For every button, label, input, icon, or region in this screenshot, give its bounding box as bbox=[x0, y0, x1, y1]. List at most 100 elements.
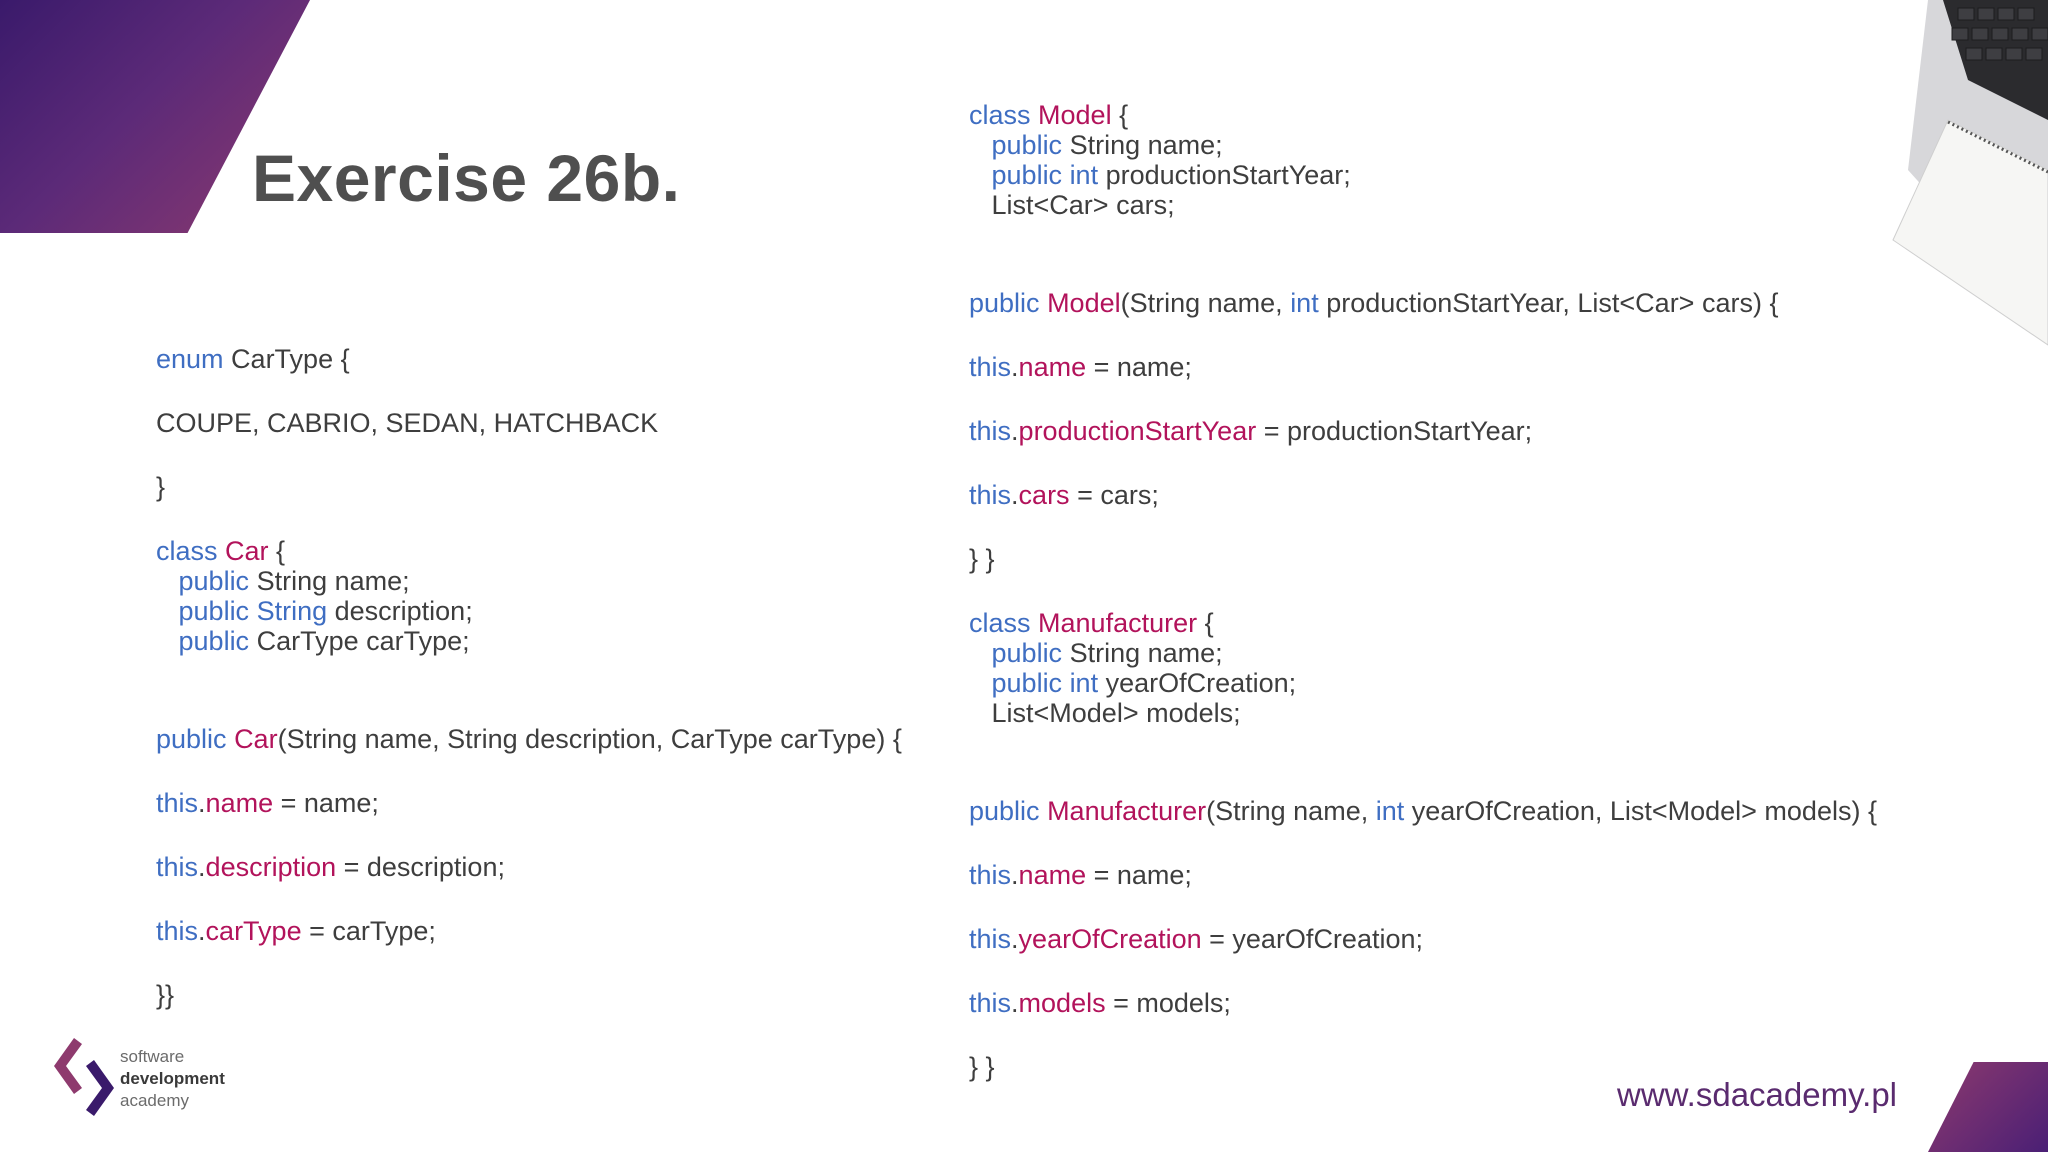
code-text bbox=[1040, 288, 1048, 318]
code-text bbox=[227, 724, 235, 754]
code-keyword: public bbox=[991, 130, 1063, 160]
code-text: } bbox=[156, 472, 166, 502]
code-line bbox=[969, 220, 1877, 254]
code-line: } } bbox=[969, 544, 1877, 574]
code-line: }} bbox=[156, 980, 902, 1010]
code-text: { bbox=[1197, 608, 1214, 638]
code-text: . bbox=[198, 916, 206, 946]
code-text bbox=[156, 596, 179, 626]
code-identifier: productionStartYear bbox=[1018, 416, 1257, 446]
code-keyword: class bbox=[969, 608, 1031, 638]
code-text: . bbox=[1011, 352, 1019, 382]
code-line bbox=[156, 946, 902, 980]
code-text bbox=[156, 626, 179, 656]
code-text: (String name, bbox=[1206, 796, 1376, 826]
code-keyword: int bbox=[1375, 796, 1405, 826]
code-line bbox=[969, 254, 1877, 288]
code-text: . bbox=[1011, 860, 1019, 890]
code-text: }} bbox=[156, 980, 175, 1010]
code-line bbox=[156, 502, 902, 536]
code-line bbox=[969, 762, 1877, 796]
code-text: } } bbox=[969, 544, 995, 574]
code-line: class Manufacturer { bbox=[969, 608, 1877, 638]
code-keyword: public bbox=[991, 638, 1063, 668]
code-line: public String name; bbox=[156, 566, 902, 596]
code-line: List<Model> models; bbox=[969, 698, 1877, 728]
code-text: . bbox=[198, 852, 206, 882]
code-text: CarType { bbox=[223, 344, 350, 374]
code-keyword: public bbox=[178, 596, 250, 626]
code-text: productionStartYear; bbox=[1098, 160, 1351, 190]
code-keyword: this bbox=[969, 416, 1012, 446]
code-keyword: public bbox=[178, 566, 250, 596]
code-identifier: yearOfCreation bbox=[1018, 924, 1202, 954]
code-text: = models; bbox=[1105, 988, 1231, 1018]
code-keyword: this bbox=[969, 352, 1012, 382]
code-line bbox=[969, 510, 1877, 544]
code-text: COUPE, CABRIO, SEDAN, HATCHBACK bbox=[156, 408, 659, 438]
footer-corner-decoration bbox=[1928, 1062, 2048, 1152]
code-keyword: this bbox=[969, 860, 1012, 890]
code-line bbox=[156, 818, 902, 852]
code-line: class Model { bbox=[969, 100, 1877, 130]
code-text bbox=[969, 130, 992, 160]
code-text: String name; bbox=[249, 566, 410, 596]
code-line: COUPE, CABRIO, SEDAN, HATCHBACK bbox=[156, 408, 902, 438]
code-keyword: public int bbox=[991, 668, 1099, 698]
code-text: = carType; bbox=[301, 916, 436, 946]
code-text bbox=[1040, 796, 1048, 826]
code-text: = name; bbox=[1086, 352, 1192, 382]
code-text bbox=[1031, 100, 1039, 130]
code-line bbox=[969, 382, 1877, 416]
code-identifier: Manufacturer bbox=[1047, 796, 1207, 826]
code-text: . bbox=[198, 788, 206, 818]
code-keyword: public bbox=[156, 724, 227, 754]
code-keyword: this bbox=[969, 988, 1012, 1018]
code-text: List<Model> models; bbox=[969, 698, 1241, 728]
code-text: . bbox=[1011, 988, 1019, 1018]
code-text: = yearOfCreation; bbox=[1201, 924, 1423, 954]
code-text: (String name, bbox=[1120, 288, 1291, 318]
code-line: public int yearOfCreation; bbox=[969, 668, 1877, 698]
code-line bbox=[156, 882, 902, 916]
code-text: = name; bbox=[273, 788, 379, 818]
logo-wordmark: software development academy bbox=[120, 1046, 225, 1112]
code-line: this.cars = cars; bbox=[969, 480, 1877, 510]
code-line: public CarType carType; bbox=[156, 626, 902, 656]
code-text: String name; bbox=[1062, 130, 1223, 160]
code-identifier: Car bbox=[234, 724, 278, 754]
code-text: description; bbox=[327, 596, 473, 626]
code-keyword: this bbox=[969, 480, 1012, 510]
code-line bbox=[156, 690, 902, 724]
code-line bbox=[156, 754, 902, 788]
code-text: = productionStartYear; bbox=[1256, 416, 1533, 446]
code-line: public int productionStartYear; bbox=[969, 160, 1877, 190]
logo-line-software: software bbox=[120, 1047, 185, 1066]
code-keyword: this bbox=[969, 924, 1012, 954]
code-keyword: public bbox=[969, 796, 1040, 826]
code-identifier: name bbox=[1018, 860, 1087, 890]
logo-line-academy: academy bbox=[120, 1091, 189, 1110]
code-text: productionStartYear, List<Car> cars) { bbox=[1318, 288, 1779, 318]
code-text: = name; bbox=[1086, 860, 1192, 890]
code-text: (String name, String description, CarTyp… bbox=[277, 724, 902, 754]
code-identifier: carType bbox=[205, 916, 302, 946]
code-keyword: String bbox=[256, 596, 328, 626]
code-line: this.carType = carType; bbox=[156, 916, 902, 946]
code-text bbox=[249, 596, 257, 626]
code-identifier: description bbox=[205, 852, 337, 882]
slide-title: Exercise 26b. bbox=[252, 141, 681, 215]
code-line bbox=[969, 446, 1877, 480]
code-line bbox=[969, 318, 1877, 352]
code-line: public String description; bbox=[156, 596, 902, 626]
code-line: this.name = name; bbox=[969, 860, 1877, 890]
code-text bbox=[969, 668, 992, 698]
code-line: class Car { bbox=[156, 536, 902, 566]
code-identifier: name bbox=[205, 788, 274, 818]
code-line: this.description = description; bbox=[156, 852, 902, 882]
code-text bbox=[969, 160, 992, 190]
code-text: CarType carType; bbox=[249, 626, 470, 656]
code-text: . bbox=[1011, 416, 1019, 446]
code-text bbox=[1031, 608, 1039, 638]
logo-line-development: development bbox=[120, 1069, 225, 1088]
